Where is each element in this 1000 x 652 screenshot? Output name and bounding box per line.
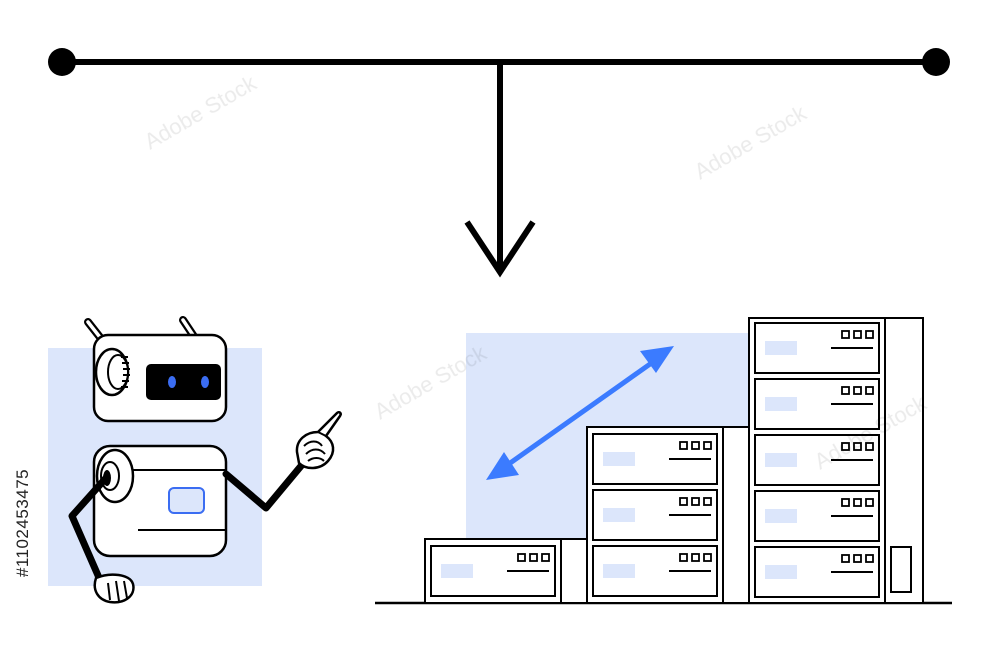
robot-figure — [48, 316, 342, 604]
server-rack-short — [424, 538, 588, 604]
server-unit — [754, 490, 880, 542]
stock-id-text: #1102453475 — [13, 468, 32, 578]
watermark-mark: Adobe Stock — [690, 100, 811, 185]
robot-visor — [146, 364, 221, 400]
robot-hand-left — [93, 573, 135, 604]
connector-left-dot — [48, 48, 76, 76]
server-unit — [592, 433, 718, 485]
server-unit — [592, 545, 718, 597]
server-unit — [754, 322, 880, 374]
bidirectional-arrow-icon — [486, 346, 674, 480]
robot-arm-right — [222, 456, 310, 512]
robot-eye-right — [201, 376, 209, 388]
down-arrow-icon — [464, 220, 536, 278]
flow-connector — [48, 48, 950, 278]
robot-chest-panel — [168, 487, 205, 514]
server-racks-figure — [375, 317, 952, 605]
rack-door-handle — [890, 546, 912, 593]
robot-arm-left — [68, 474, 110, 584]
server-rack-tall — [748, 317, 924, 604]
server-unit — [754, 434, 880, 486]
robot-eye-left — [168, 376, 176, 388]
pointing-hand-icon — [295, 410, 342, 470]
stock-id-label: #1102453475 — [6, 408, 40, 638]
connector-right-dot — [922, 48, 950, 76]
server-unit — [592, 489, 718, 541]
watermark-mark: Adobe Stock — [140, 70, 261, 155]
server-unit — [430, 545, 556, 597]
server-rack-medium — [586, 426, 750, 604]
server-unit — [754, 378, 880, 430]
server-unit — [754, 546, 880, 598]
